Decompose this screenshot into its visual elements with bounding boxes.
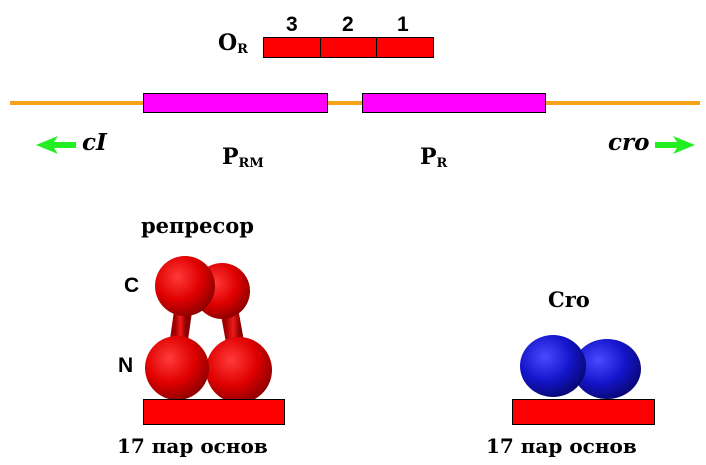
operator-label-sub: R [237, 42, 248, 57]
arrow-left-icon [36, 136, 76, 154]
cro-dimer-icon [520, 335, 641, 399]
repressor-c-label: C [124, 274, 140, 297]
operator-site-3-label: 3 [286, 13, 298, 36]
dna-line [10, 101, 700, 105]
repressor-title: репресор [141, 213, 254, 238]
cro-title: Cro [548, 287, 590, 312]
promoter-pr-main: P [420, 144, 437, 170]
cro-domain-right [573, 339, 641, 399]
repressor-n-domain-right [206, 337, 272, 403]
promoter-pr-sub: R [436, 156, 448, 171]
arrow-right-icon [655, 136, 695, 154]
operator-site-1 [376, 37, 435, 58]
operator-box [263, 37, 435, 58]
gene-ci-label: cI [82, 129, 107, 156]
cro-binding-site [512, 399, 655, 425]
operator-label: OR [218, 32, 248, 56]
gene-cro-label: cro [608, 129, 650, 156]
promoter-prm-box [143, 93, 328, 113]
cro-site-label: 17 пар основ [486, 434, 637, 458]
repressor-c-domain-left [155, 256, 215, 316]
promoter-prm-main: P [222, 144, 239, 170]
operator-site-1-label: 1 [397, 13, 409, 36]
promoter-prm-label: PRM [222, 146, 264, 170]
repressor-binding-site [143, 399, 285, 425]
repressor-n-label: N [118, 354, 134, 377]
cro-domain-left [520, 335, 586, 397]
promoter-pr-box [362, 93, 546, 113]
promoter-prm-sub: RM [238, 156, 264, 171]
operator-site-2-label: 2 [342, 13, 354, 36]
repressor-n-domain-left [145, 336, 209, 400]
repressor-site-label: 17 пар основ [117, 434, 268, 458]
operator-label-main: O [218, 30, 238, 56]
promoter-pr-label: PR [420, 146, 447, 170]
repressor-dimer-icon [145, 256, 272, 403]
